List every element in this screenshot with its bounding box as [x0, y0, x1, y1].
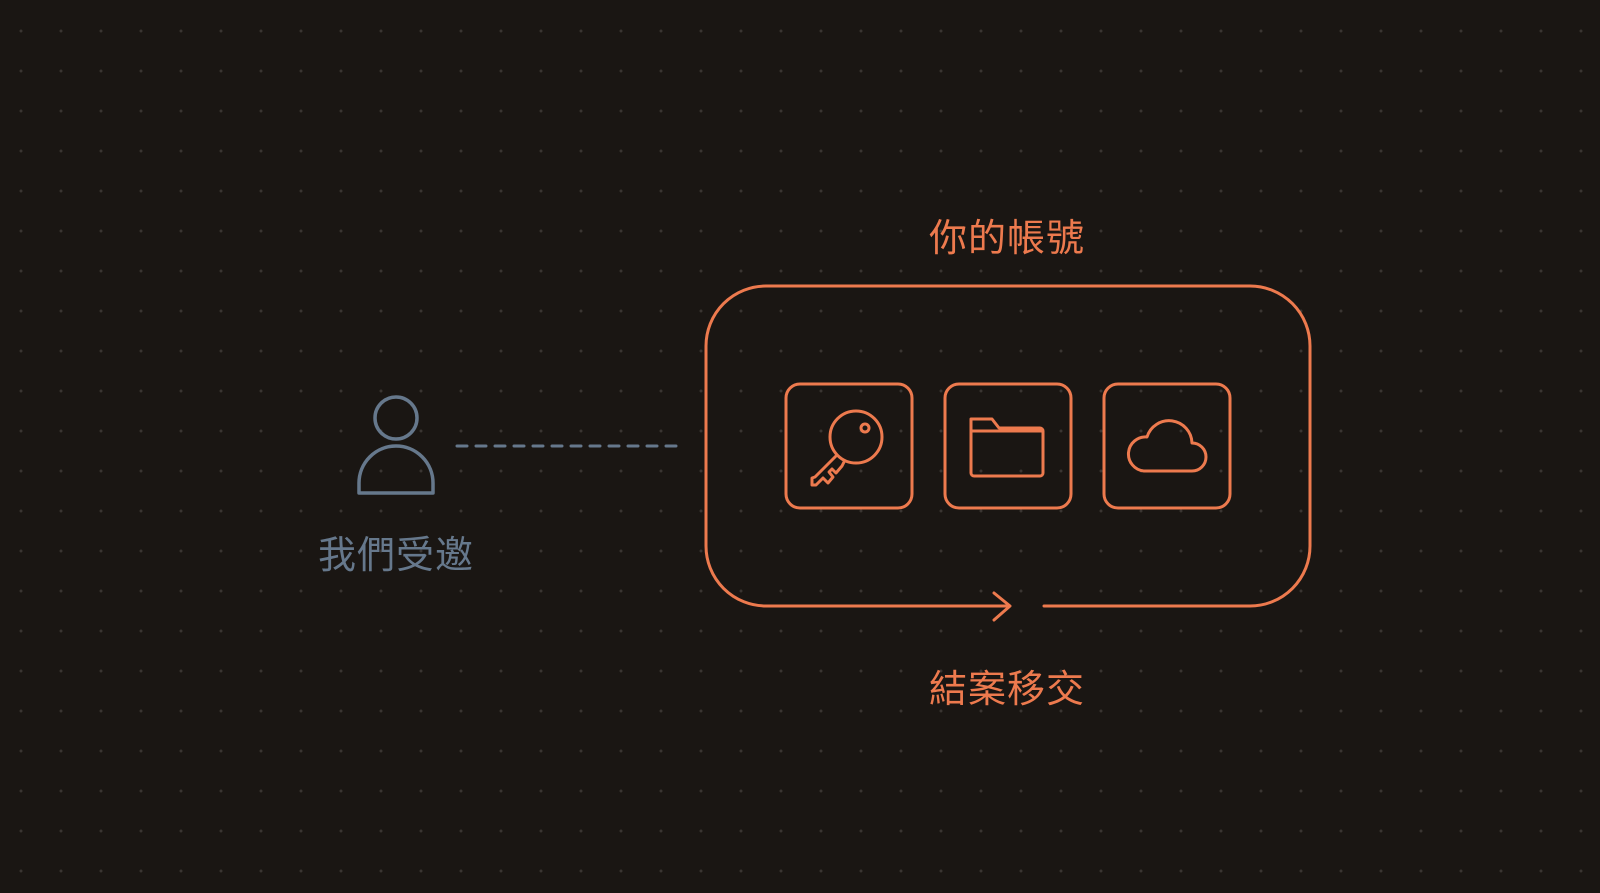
folder-icon [969, 417, 1045, 478]
cloud-tile [1102, 382, 1232, 510]
key-icon [810, 409, 884, 487]
key-tile [784, 382, 914, 510]
person-icon [357, 395, 435, 495]
arrow-right-icon [992, 591, 1012, 622]
invited-label: 我們受邀 [317, 533, 475, 577]
account-boundary [704, 284, 1312, 608]
cloud-icon [1127, 419, 1208, 473]
account-title: 你的帳號 [928, 216, 1086, 260]
handover-label: 結案移交 [928, 667, 1086, 711]
folder-tile [943, 382, 1073, 510]
